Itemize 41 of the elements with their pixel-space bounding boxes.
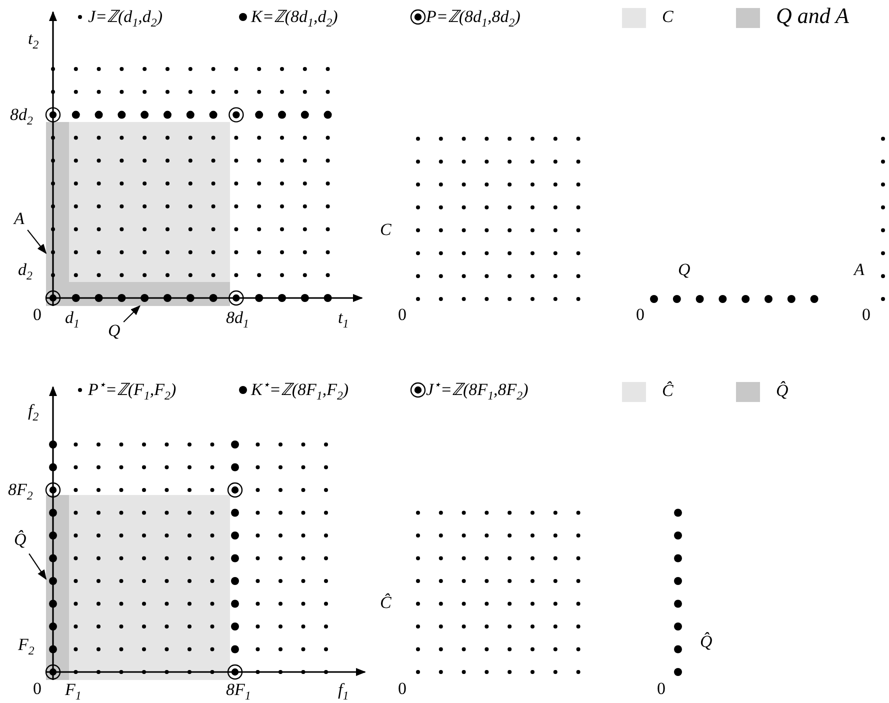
- math-label: 0: [398, 680, 406, 699]
- legend-label: Q̂: [776, 382, 788, 401]
- legend-label: P$^{⋆}$=ℤ(F$_{1}$,F$_{2}$): [88, 381, 176, 400]
- legend-label: Ĉ: [662, 382, 674, 401]
- math-label: 0: [33, 680, 42, 699]
- math-label: t$_{2}$: [28, 30, 39, 49]
- math-label: Ĉ: [380, 594, 392, 613]
- math-label: 0: [398, 306, 406, 325]
- legend-label: C: [662, 8, 674, 27]
- callout-label: Q̂: [14, 531, 26, 550]
- legend-label: K=ℤ(8d$_{1}$,d$_{2}$): [251, 8, 338, 27]
- math-label: 8F$_{2}$: [8, 481, 33, 500]
- math-label: f$_{1}$: [338, 681, 349, 700]
- legend-label: K$^{⋆}$=ℤ(8F$_{1}$,F$_{2}$): [251, 381, 349, 400]
- legend-label: J$^{⋆}$=ℤ(8F$_{1}$,8F$_{2}$): [426, 381, 528, 400]
- callout-label: A: [14, 210, 24, 229]
- math-label: 0: [33, 306, 42, 325]
- legend-label: Q and A: [776, 4, 849, 28]
- math-label: 0: [636, 306, 644, 325]
- math-label: 0: [657, 680, 666, 699]
- math-label: 0: [862, 306, 870, 325]
- math-label: t$_{1}$: [338, 309, 349, 328]
- leader-arrow: [123, 305, 140, 322]
- math-label: Q: [678, 261, 690, 280]
- callout-label: Q: [108, 322, 120, 341]
- math-label: 8F$_{1}$: [226, 681, 251, 700]
- math-label: F$_{2}$: [18, 636, 34, 655]
- math-label: Q̂: [700, 633, 712, 652]
- math-label: A: [854, 261, 864, 280]
- math-label: d$_{1}$: [65, 309, 80, 328]
- math-label: d$_{2}$: [18, 261, 32, 280]
- math-label: F$_{1}$: [65, 681, 82, 700]
- legend-label: P=ℤ(8d$_{1}$,8d$_{2}$): [426, 8, 520, 27]
- math-label: 8d$_{1}$: [226, 309, 249, 328]
- legend-label: J=ℤ(d$_{1}$,d$_{2}$): [88, 8, 163, 27]
- shaded-strip: [46, 122, 69, 282]
- math-label: 8d$_{2}$: [10, 106, 33, 125]
- leader-arrow: [28, 553, 47, 580]
- math-label: C: [380, 221, 392, 240]
- leader-arrow: [27, 230, 47, 254]
- math-label: f$_{2}$: [28, 402, 39, 421]
